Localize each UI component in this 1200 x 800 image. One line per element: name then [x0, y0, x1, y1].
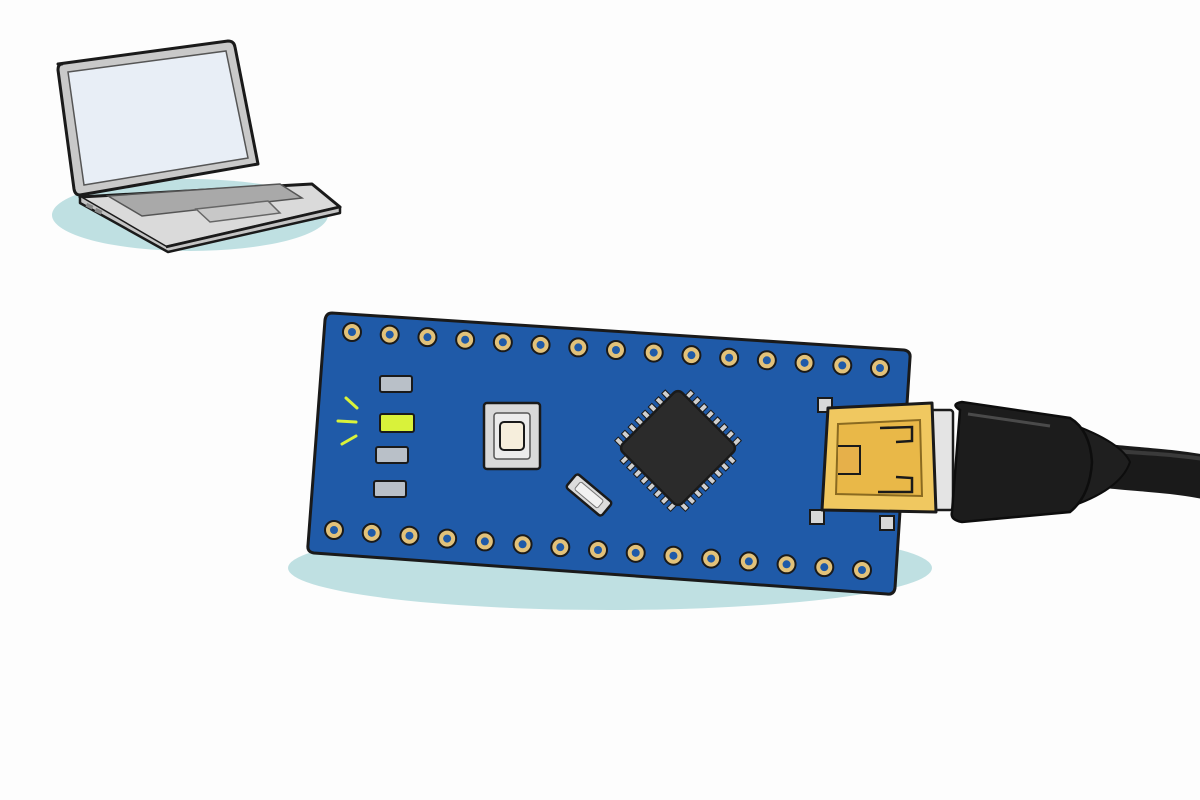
laptop-port [85, 202, 94, 210]
header-pin-hole [518, 540, 527, 549]
header-pin-hole [574, 343, 583, 352]
reset-button-icon [482, 401, 542, 471]
header-pin-hole [876, 364, 884, 372]
laptop-port [94, 207, 103, 215]
header-pin-hole [800, 358, 809, 367]
header-pin-hole [612, 346, 620, 354]
header-pin-hole [556, 543, 565, 552]
usb-cable-plug-highlight [967, 412, 1051, 428]
header-pin-hole [649, 348, 658, 357]
laptop-icon [52, 39, 342, 254]
usb-port-latch [838, 445, 861, 475]
micro-usb-port-icon [809, 397, 955, 531]
led-1 [379, 375, 413, 393]
header-pin-hole [594, 546, 602, 554]
usb-port-tab [809, 509, 825, 525]
header-pin-hole [838, 361, 847, 370]
laptop-trackpad [194, 200, 282, 223]
microcontroller-chip-icon [614, 389, 742, 512]
led-3 [375, 446, 409, 464]
laptop-base-edge [78, 197, 342, 254]
header-pin-hole [669, 551, 678, 560]
top-header-pins [342, 322, 890, 378]
header-pin-hole [405, 531, 414, 540]
laptop-screen [67, 50, 249, 186]
usb-port-clip [879, 425, 914, 444]
header-pin-hole [385, 330, 394, 339]
usb-cable-plug [950, 400, 1094, 524]
header-pin-hole [725, 353, 734, 362]
header-pin-hole [762, 356, 771, 365]
crystal-oscillator-icon [565, 473, 613, 517]
pcb [306, 311, 912, 596]
header-pin-hole [858, 566, 866, 574]
led-4 [373, 480, 407, 498]
header-pin-hole [367, 528, 376, 537]
led-glow-icon [336, 396, 359, 446]
header-pin-hole [443, 534, 452, 543]
usb-port-tab [879, 515, 895, 531]
header-pin-hole [536, 340, 545, 349]
bottom-header-pins [324, 520, 872, 580]
header-pin-hole [820, 563, 829, 572]
status-leds [336, 375, 415, 498]
header-pin-hole [423, 333, 432, 342]
header-pin-hole [348, 328, 356, 336]
led-2 [379, 413, 415, 433]
header-pin-hole [461, 335, 470, 344]
header-pin-hole [707, 554, 716, 563]
microcontroller-board-icon [288, 311, 955, 610]
header-pin-hole [744, 557, 753, 566]
header-pin-hole [631, 548, 640, 557]
header-pin-hole [687, 351, 696, 360]
usb-cable-icon [950, 400, 1200, 524]
header-pin-hole [498, 338, 507, 347]
header-pin-hole [330, 526, 338, 534]
header-pin-hole [782, 560, 791, 569]
header-pin-hole [480, 537, 489, 546]
laptop-keyboard [105, 183, 305, 217]
usb-port-clip [878, 475, 914, 494]
